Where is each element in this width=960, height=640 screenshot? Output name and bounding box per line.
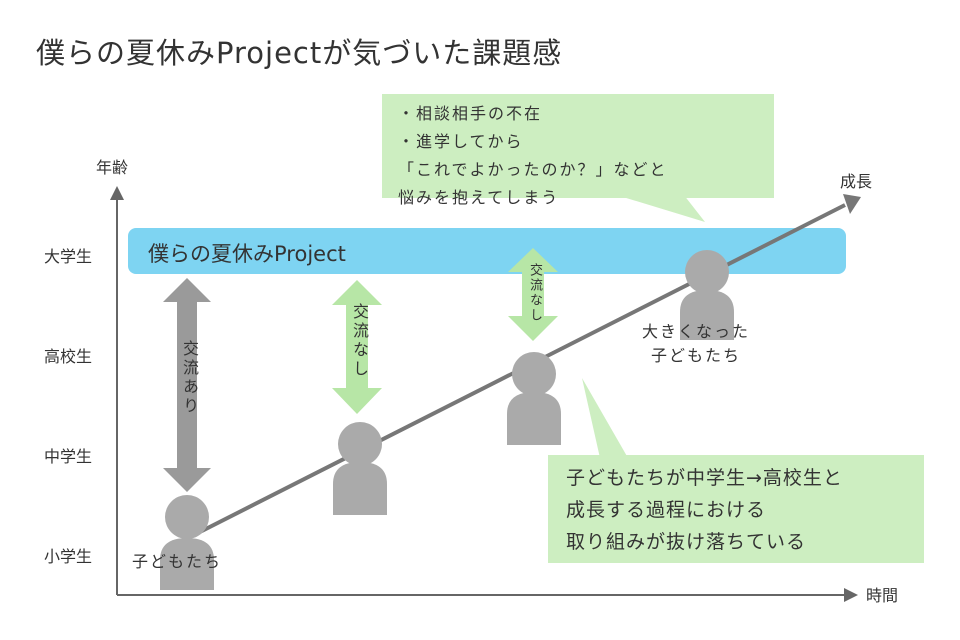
x-axis-arrowhead xyxy=(844,588,858,602)
person-high-school-icon xyxy=(507,352,561,445)
arrow-no-interaction-1 xyxy=(332,280,382,414)
project-band-label: 僕らの夏休みProject xyxy=(148,242,346,266)
bubble-bottom-text: 子どもたちが中学生→高校生と 成長する過程における 取り組みが抜け落ちている xyxy=(566,462,843,558)
bubble-bottom-line-1: 子どもたちが中学生→高校生と xyxy=(566,467,843,489)
bubble-top-line-2: ・進学してから xyxy=(398,132,524,151)
bubble-top-box xyxy=(382,94,774,198)
grown-label-line-1: 大きくなった xyxy=(642,322,751,341)
y-tick-elementary: 小学生 xyxy=(44,547,93,566)
x-axis-label: 時間 xyxy=(866,586,899,605)
person-child-icon xyxy=(160,495,214,590)
y-tick-high-school: 高校生 xyxy=(44,347,93,366)
project-band xyxy=(128,228,846,274)
y-tick-university: 大学生 xyxy=(44,247,93,266)
y-axis-arrowhead xyxy=(110,186,124,200)
child-label: 子どもたち xyxy=(132,552,223,571)
arrow-no-interaction-2 xyxy=(508,248,558,341)
bubble-bottom-box xyxy=(548,455,924,563)
no-interaction-label-1: 交流なし xyxy=(350,303,369,379)
bubble-bottom-line-2: 成長する過程における xyxy=(566,499,767,521)
bubble-top-text: ・相談相手の不在 ・進学してから 「これでよかったのか？」などと 悩みを抱えてし… xyxy=(398,100,668,212)
y-tick-middle-school: 中学生 xyxy=(44,447,93,466)
no-interaction-label-2: 交流なし xyxy=(527,263,542,323)
interaction-yes-label: 交流あり xyxy=(180,340,199,416)
bubble-top-line-3: 「これでよかったのか？」などと xyxy=(398,160,668,179)
arrow-interaction-yes xyxy=(163,278,211,492)
grown-label: 大きくなった 子どもたち xyxy=(642,320,750,368)
grown-label-line-2: 子どもたち xyxy=(651,346,742,365)
bubble-top-line-4: 悩みを抱えてしまう xyxy=(398,188,560,207)
person-grown-icon xyxy=(680,250,734,340)
page-title: 僕らの夏休みProjectが気づいた課題感 xyxy=(36,36,563,70)
person-middle-school-icon xyxy=(333,422,387,515)
y-axis-label: 年齢 xyxy=(96,158,129,177)
growth-label: 成長 xyxy=(840,172,873,191)
bubble-bottom-tail xyxy=(582,378,628,458)
growth-arrowhead xyxy=(843,194,861,214)
bubble-bottom-line-3: 取り組みが抜け落ちている xyxy=(566,531,807,553)
bubble-top-line-1: ・相談相手の不在 xyxy=(398,104,543,123)
